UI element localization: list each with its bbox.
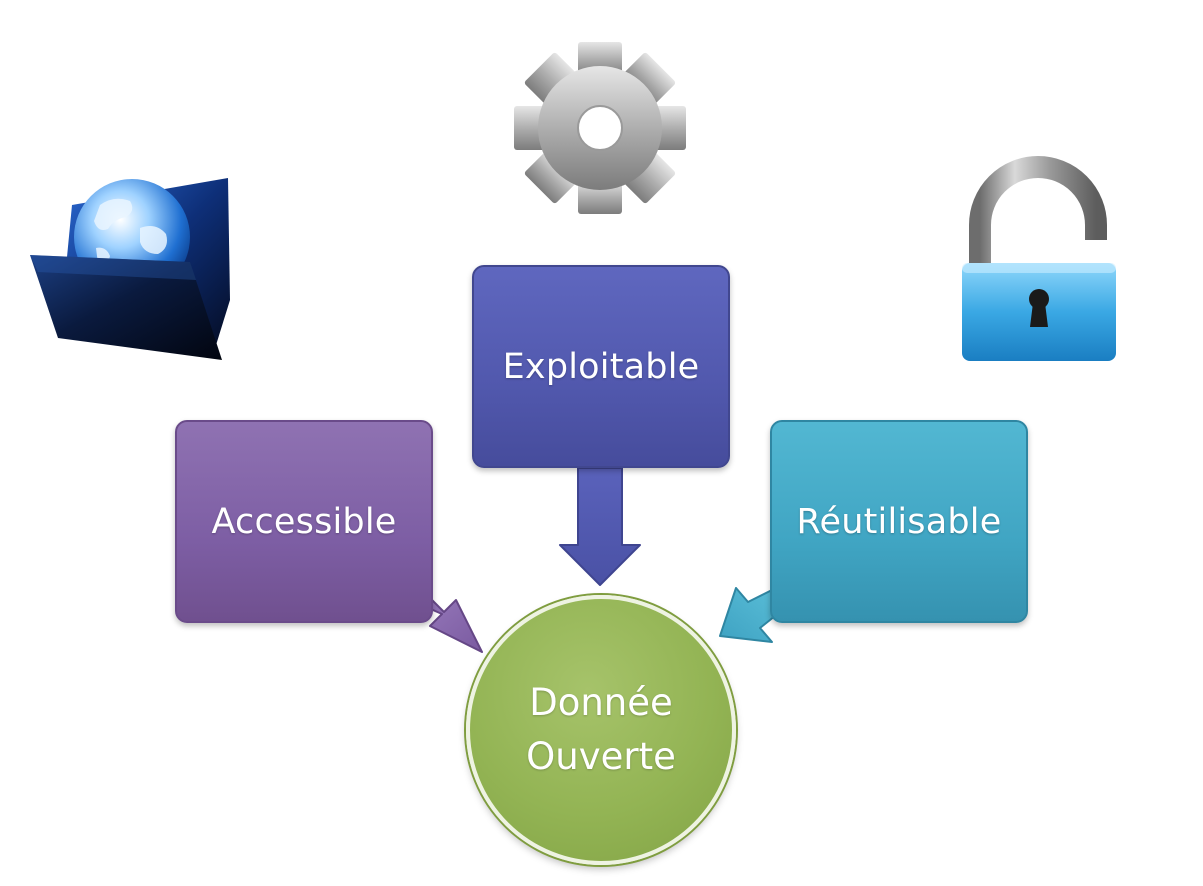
center-node-line1: Donnée <box>529 681 673 725</box>
node-exploitable: Exploitable <box>472 265 730 468</box>
node-exploitable-label: Exploitable <box>502 346 700 387</box>
node-reutilisable-label: Réutilisable <box>796 501 1002 542</box>
node-accessible: Accessible <box>175 420 433 623</box>
node-accessible-label: Accessible <box>211 501 397 542</box>
center-node-line2: Ouverte <box>526 735 676 778</box>
arrow-exploitable-to-center <box>559 467 641 586</box>
node-reutilisable: Réutilisable <box>770 420 1028 623</box>
center-node-donnee-ouverte: Donnée Ouverte <box>466 595 736 865</box>
